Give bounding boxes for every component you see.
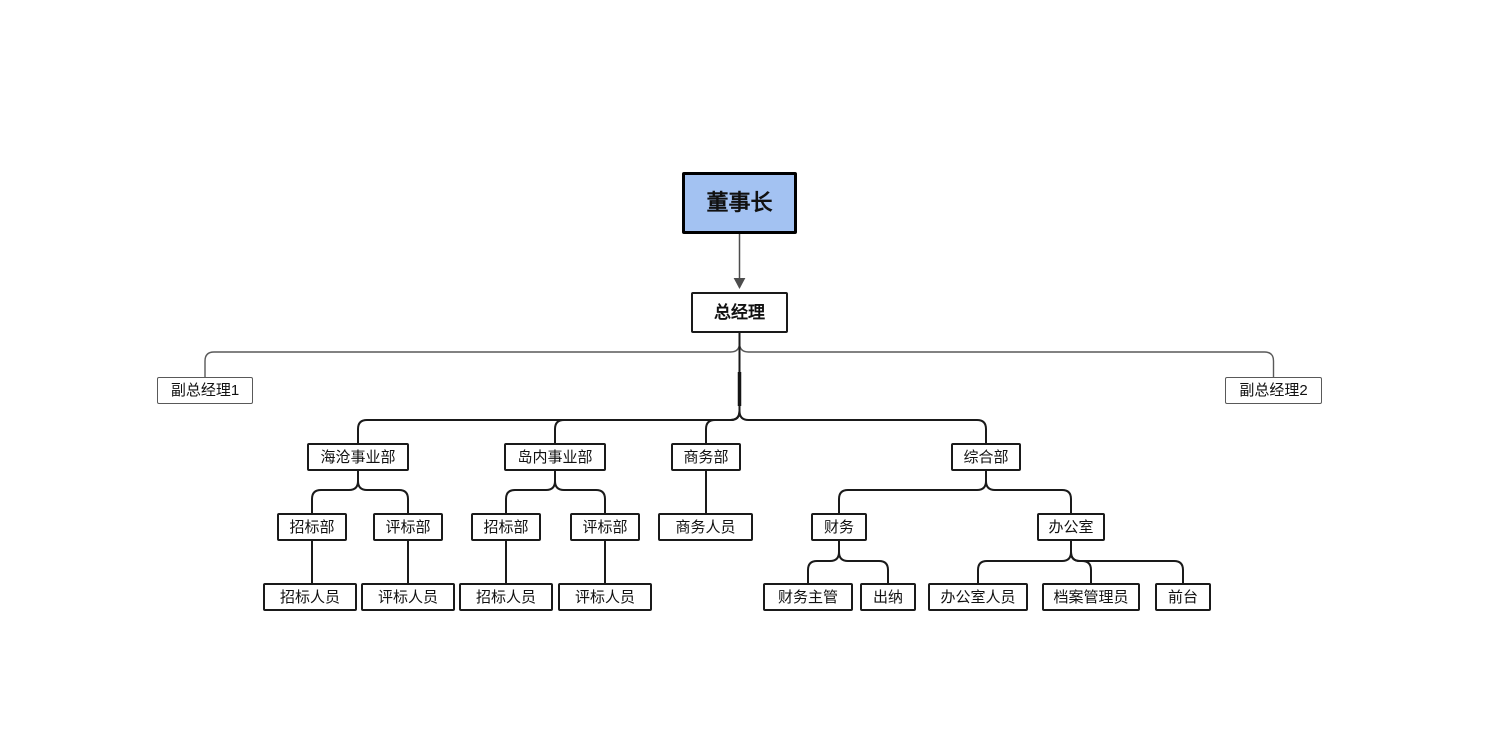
org-node-bidding-staff-1[interactable]: 招标人员 — [263, 583, 357, 611]
org-node-evaluation-dept-2[interactable]: 评标部 — [570, 513, 640, 541]
org-node-front-desk[interactable]: 前台 — [1155, 583, 1211, 611]
org-node-finance-supervisor[interactable]: 财务主管 — [763, 583, 853, 611]
org-node-deputy-gm-2[interactable]: 副总经理2 — [1225, 377, 1322, 404]
org-node-archive-manager[interactable]: 档案管理员 — [1042, 583, 1140, 611]
org-node-finance[interactable]: 财务 — [811, 513, 867, 541]
org-node-business-staff[interactable]: 商务人员 — [658, 513, 753, 541]
org-node-bidding-dept-1[interactable]: 招标部 — [277, 513, 347, 541]
org-node-business-dept[interactable]: 商务部 — [671, 443, 741, 471]
org-node-bidding-staff-2[interactable]: 招标人员 — [459, 583, 553, 611]
org-node-evaluation-dept-1[interactable]: 评标部 — [373, 513, 443, 541]
org-node-daonei-division[interactable]: 岛内事业部 — [504, 443, 606, 471]
org-node-evaluation-staff-1[interactable]: 评标人员 — [361, 583, 455, 611]
org-node-bidding-dept-2[interactable]: 招标部 — [471, 513, 541, 541]
org-node-general-manager[interactable]: 总经理 — [691, 292, 788, 333]
org-node-cashier[interactable]: 出纳 — [860, 583, 916, 611]
org-node-general-affairs-dept[interactable]: 综合部 — [951, 443, 1021, 471]
org-node-chairman[interactable]: 董事长 — [682, 172, 797, 234]
org-node-deputy-gm-1[interactable]: 副总经理1 — [157, 377, 253, 404]
org-node-office[interactable]: 办公室 — [1037, 513, 1105, 541]
org-node-haicang-division[interactable]: 海沧事业部 — [307, 443, 409, 471]
org-node-office-staff[interactable]: 办公室人员 — [928, 583, 1028, 611]
org-node-evaluation-staff-2[interactable]: 评标人员 — [558, 583, 652, 611]
